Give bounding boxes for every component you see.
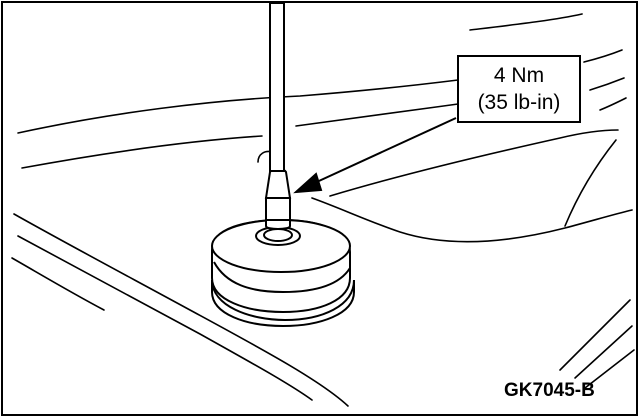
upper-right-line-3 xyxy=(589,77,625,91)
lower-right-streak-2 xyxy=(574,325,633,379)
antenna-mount-ring-inner xyxy=(263,228,293,242)
torque-callout-leader xyxy=(293,117,457,194)
antenna-taper xyxy=(264,168,292,199)
figure-code: GK7045-B xyxy=(504,380,595,401)
torque-spec-callout: 4 Nm (35 lb-in) xyxy=(457,55,581,123)
left-contour-3 xyxy=(11,257,105,311)
left-contour-2 xyxy=(17,235,313,401)
lower-right-streak-1 xyxy=(559,299,631,371)
left-contour-1 xyxy=(13,213,349,407)
leader-arrowhead xyxy=(293,172,323,194)
upper-right-line-1 xyxy=(469,13,583,31)
panel-recess-right-edge xyxy=(564,139,617,227)
torque-metric-value: 4 Nm xyxy=(493,64,545,87)
antenna-base xyxy=(211,218,355,328)
antenna-nut xyxy=(265,197,291,230)
lower-right-streak-3 xyxy=(584,349,635,389)
antenna-rod xyxy=(269,2,285,172)
antenna-base-step xyxy=(213,261,351,294)
torque-imperial-value: (35 lb-in) xyxy=(477,91,561,114)
roof-edge-line-3 xyxy=(295,103,459,127)
panel-recess-top-edge xyxy=(329,129,619,197)
roof-edge-line-1 xyxy=(17,79,459,134)
upper-right-line-2 xyxy=(583,49,623,63)
upper-right-line-4 xyxy=(599,97,627,111)
antenna-mast xyxy=(264,2,292,230)
roof-edge-line-2 xyxy=(21,135,263,169)
antenna-base-lower-ring xyxy=(211,279,355,328)
